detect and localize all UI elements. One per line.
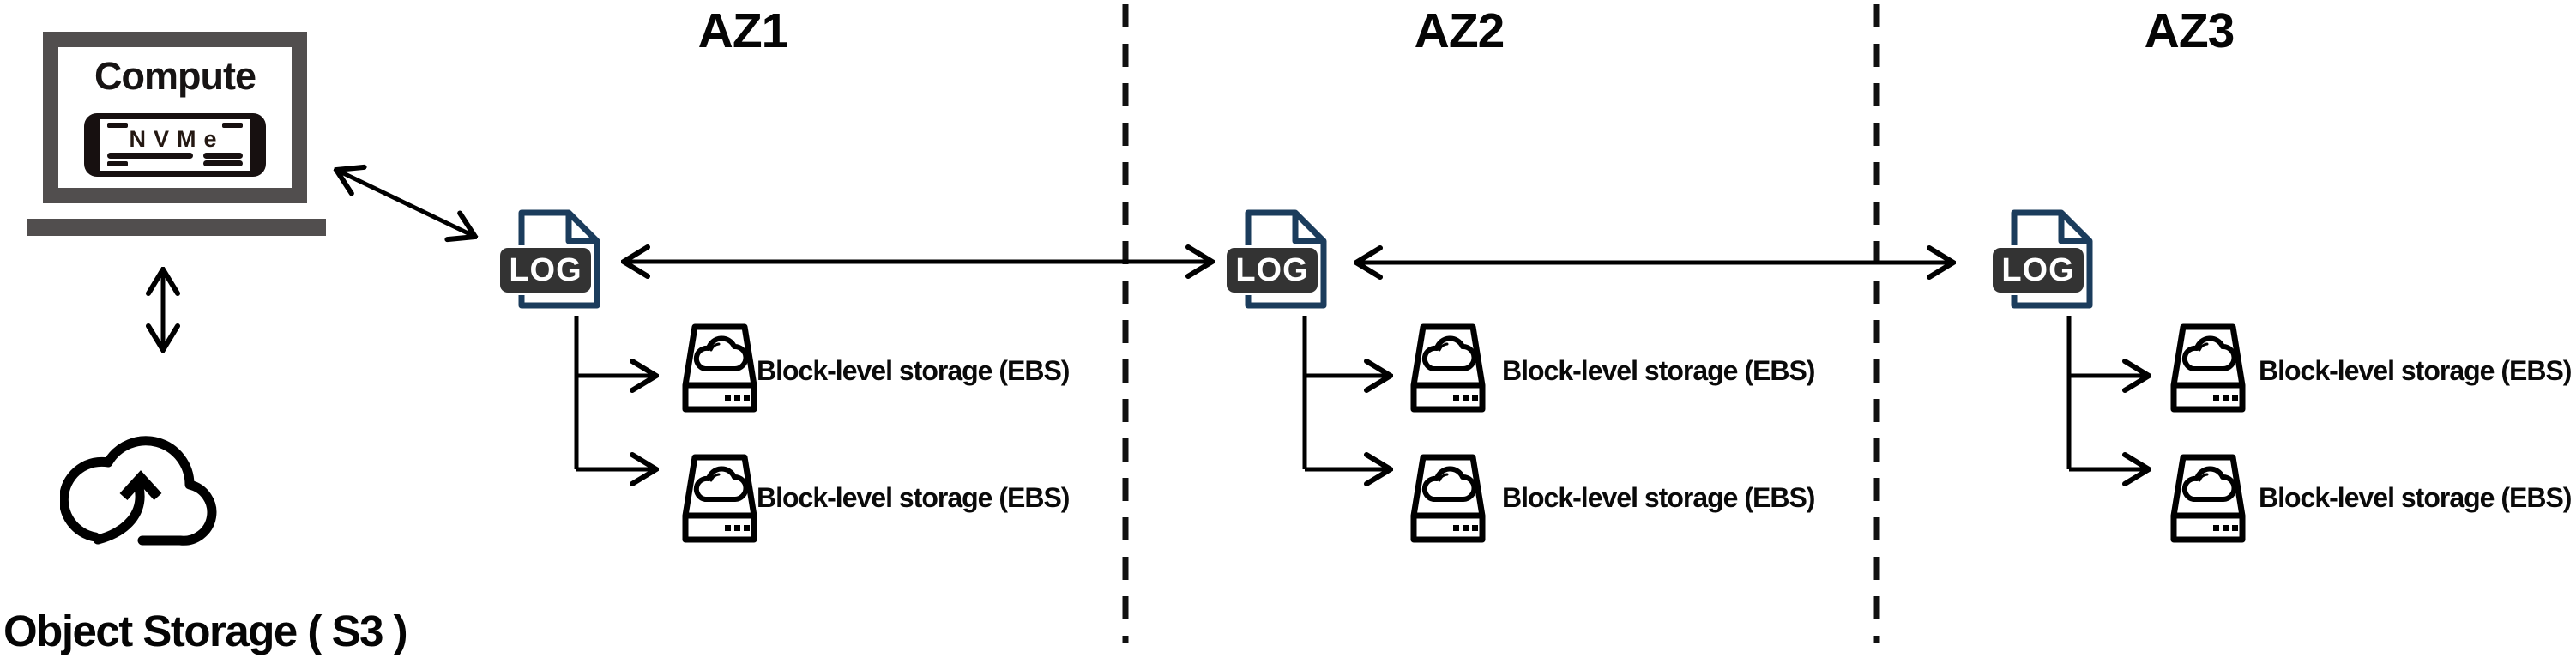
- laptop-base: [27, 219, 326, 236]
- nvme-chip-top-row: [107, 123, 243, 128]
- az1-ebs-label-2: Block-level storage (EBS): [757, 482, 1070, 513]
- compute-label: Compute: [94, 54, 256, 98]
- az1-ebs-volume-icon-1: [682, 323, 757, 413]
- nvme-trace-line: [203, 153, 243, 159]
- az3-ebs-volume-icon-2: [2170, 454, 2246, 543]
- az2-ebs-label-1: Block-level storage (EBS): [1502, 355, 1815, 386]
- az2-ebs-label-2: Block-level storage (EBS): [1502, 482, 1815, 513]
- az2-log-badge: LOG: [1227, 248, 1318, 293]
- nvme-pin-dash: [222, 123, 243, 128]
- az3-ebs-label-1: Block-level storage (EBS): [2259, 355, 2572, 386]
- nvme-chip-line-row: [107, 153, 243, 159]
- zone-title-az3: AZ3: [2144, 3, 2235, 58]
- nvme-drive-icon: NVMe: [84, 113, 266, 177]
- nvme-pin-dash: [107, 160, 128, 166]
- nvme-trace-line: [203, 160, 243, 166]
- az1-ebs-volume-icon-2: [682, 454, 757, 543]
- object-storage-label: Object Storage ( S3 ): [3, 607, 408, 655]
- az3-ebs-label-2: Block-level storage (EBS): [2259, 482, 2572, 513]
- nvme-pin-dash: [107, 123, 128, 128]
- nvme-chip-bottom-row: [107, 160, 243, 166]
- az2-ebs-volume-icon-1: [1410, 323, 1486, 413]
- az1-ebs-label-1: Block-level storage (EBS): [757, 355, 1070, 386]
- az2-ebs-volume-icon-2: [1410, 454, 1486, 543]
- zone-title-az1: AZ1: [697, 3, 789, 58]
- az3-log-badge: LOG: [1993, 248, 2084, 293]
- az1-log-badge: LOG: [500, 248, 591, 293]
- nvme-label: NVMe: [129, 126, 225, 152]
- compute-log-arrow: [336, 170, 475, 237]
- nvme-trace-line: [107, 153, 193, 159]
- zone-title-az2: AZ2: [1414, 3, 1505, 58]
- az3-ebs-volume-icon-1: [2170, 323, 2246, 413]
- s3-cloud-upload-icon: [60, 436, 217, 546]
